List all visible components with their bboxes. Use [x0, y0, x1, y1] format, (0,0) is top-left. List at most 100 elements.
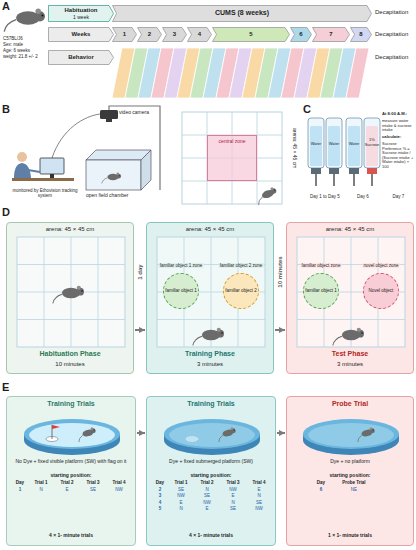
node-text: familiar object 2: [225, 288, 257, 293]
trial-panel: Training TrialsNo Dye + fixed visible pl…: [6, 396, 136, 546]
chevron-shape: [49, 51, 114, 65]
node-title: familiar object 1 zone: [159, 263, 204, 268]
mouse-figure: [53, 286, 84, 304]
table-cell: Trial 1: [168, 480, 194, 485]
node-title: 8: [359, 31, 362, 38]
text-label: arena: 45 × 45 cm: [291, 128, 297, 168]
mouse-figure: [102, 178, 108, 184]
text-label: calculate:: [382, 135, 401, 140]
node-title: 6: [299, 31, 302, 38]
researcher-at-computer: [28, 170, 40, 172]
table-cell: NW: [220, 487, 246, 492]
open-field-chamber: [86, 160, 141, 190]
text-label: Day 6: [346, 194, 380, 199]
water-maze-pool: [52, 425, 60, 429]
panel-illustration: [297, 237, 405, 347]
table-cell: Trial 2: [194, 480, 220, 485]
node-title: Weeks: [72, 31, 91, 38]
mouse-figure: [90, 427, 93, 430]
node-text: familiar object 1: [165, 288, 197, 293]
mouse-figure: [77, 435, 84, 442]
phase-panel: arena: 45 × 45 cmTraining Phase3 minutes…: [146, 222, 274, 374]
text-label: monitored by Ethovision tracking system: [5, 188, 85, 198]
node-text: Dye + no platform: [330, 459, 370, 465]
text-label: Day 7: [382, 194, 415, 199]
phase-panel: arena: 45 × 45 cmTest Phase3 minutesfami…: [286, 222, 414, 374]
camera-cable: [52, 114, 100, 158]
water-maze-pool: [303, 419, 399, 449]
mouse-figure: [356, 435, 363, 442]
panel-letter: C: [303, 103, 311, 116]
drinking-bottle: [308, 118, 324, 168]
mouse-figure: [221, 332, 223, 334]
mouse-figure: [53, 294, 62, 303]
table-cell: NW: [194, 500, 220, 505]
node-title: Training Trials: [47, 400, 94, 408]
camera-cable: [52, 114, 100, 158]
mouse-figure: [230, 428, 236, 434]
node-title: familiar object 2 zone: [219, 263, 264, 268]
researcher-at-computer: [12, 178, 74, 181]
text-label: Decapitation: [375, 31, 408, 38]
node-title: Training Trials: [187, 400, 234, 408]
table-cell: Day: [312, 480, 330, 485]
text-label: Sucrose Preference % = Sucrose intake / …: [382, 142, 415, 170]
object-zone: familiar object 2 familiar object 2 zone: [211, 263, 271, 311]
node-title: novel object zone: [362, 263, 399, 268]
panel-illustration: [287, 397, 415, 547]
mouse-figure: [369, 427, 372, 430]
table-cell: SE: [194, 493, 220, 498]
edge-label: 10 minutes: [277, 255, 284, 288]
week-segment: 6: [290, 27, 312, 42]
chevron-shape: [291, 28, 312, 42]
mouse-figure: [373, 429, 374, 430]
table-cell: E: [54, 487, 80, 492]
table-cell: SE: [246, 500, 272, 505]
water-maze-pool: [164, 419, 260, 449]
table-cell: Trial 4: [246, 480, 272, 485]
node-text: 3 minutes: [197, 361, 223, 368]
mouse-figure: [217, 328, 221, 332]
node-text: starting position:: [330, 473, 371, 479]
open-field-chamber: [86, 150, 151, 190]
drinking-bottle: [326, 118, 342, 168]
mouse-figure: [102, 173, 121, 184]
zone-circle: familiar object 1: [303, 273, 339, 309]
mouse-figure: [333, 336, 342, 345]
chevron-shape: [138, 28, 162, 42]
mouse-figure: [274, 189, 275, 190]
mouse-figure: [4, 20, 16, 32]
mouse-figure: [193, 336, 202, 345]
table-cell: 3: [152, 493, 168, 498]
table-cell: Trial 2: [54, 480, 80, 485]
mouse-figure: [256, 197, 264, 205]
row-header: Behavior: [48, 50, 114, 65]
mouse-figure: [216, 427, 237, 442]
arena-grid: [182, 112, 282, 204]
researcher-at-computer: [12, 152, 74, 181]
node-title: Behavior: [68, 54, 94, 61]
table-cell: NE: [332, 487, 376, 492]
mouse-figure: [234, 429, 235, 430]
mouse-figure: [119, 175, 121, 177]
table-cell: N: [168, 506, 194, 511]
water-maze-pool: [29, 423, 115, 447]
mouse-figure: [76, 427, 97, 442]
mouse-figure: [117, 173, 120, 176]
mouse-figure: [81, 290, 83, 292]
table-cell: E: [220, 493, 246, 498]
text-label: Water: [326, 142, 342, 147]
researcher-at-computer: [50, 174, 54, 178]
chevron-shape: [163, 28, 187, 42]
table-cell: SE: [80, 487, 106, 492]
week-segment: 2: [137, 27, 162, 42]
mouse-figure: [361, 332, 363, 334]
panel-letter: E: [2, 381, 9, 394]
text-label: Day 1 to Day 5: [305, 194, 345, 199]
panel-letter: D: [2, 206, 10, 219]
zone-circle: familiar object 1: [163, 273, 199, 309]
text-label: measure water intake & sucrose intake: [382, 119, 415, 133]
drinking-bottle: [329, 168, 339, 174]
text-label: C57BL/J6: [3, 36, 23, 41]
node-title: 5: [249, 31, 252, 38]
